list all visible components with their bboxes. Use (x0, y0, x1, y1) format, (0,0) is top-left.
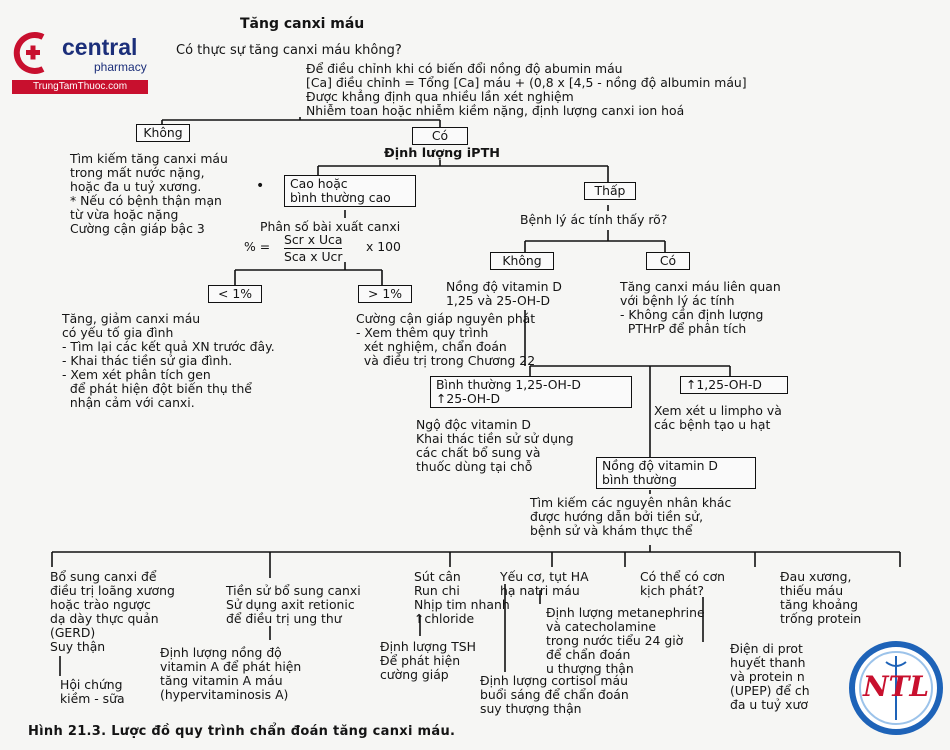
phan-so-node: Phân số bài xuất canxi (260, 219, 401, 234)
co2-text: Tăng canxi máu liên quan với bệnh lý ác … (620, 279, 781, 336)
tsh-text: Định lượng TSH Để phát hiện cường giáp (380, 639, 476, 682)
gt1-box: > 1% (358, 285, 412, 303)
formula-mult: x 100 (366, 239, 401, 254)
vitd-normal-box: Nồng độ vitamin D bình thường (596, 457, 756, 489)
benh-ly-node: Bệnh lý ác tính thấy rõ? (520, 212, 668, 227)
cortisol-text: Định lượng cortisol máu buổi sáng để chẩ… (480, 673, 629, 716)
milk-alkali-text: Hội chứng kiềm - sữa (60, 677, 125, 706)
gt1-text: Cường cận giáp nguyên phát - Xem thêm qu… (356, 311, 536, 368)
figure-caption: Hình 21.3. Lược đồ quy trình chẩn đoán t… (28, 724, 456, 739)
cause-adrenal: Yếu cơ, tụt HA hạ natri máu (500, 569, 589, 598)
bullet-dot: • (256, 178, 265, 194)
ntl-logo-icon (849, 641, 943, 735)
khong-box-2: Không (490, 252, 554, 270)
adjust-node: Để điều chỉnh khi có biến đổi nồng độ ab… (306, 61, 747, 118)
lt1-text: Tăng, giảm canxi máu có yếu tố gia đình … (62, 311, 275, 410)
cause-calcium-supplement: Bổ sung canxi để điều trị loãng xương ho… (50, 569, 175, 654)
thap-box: Thấp (584, 182, 636, 200)
ntl-watermark: NTL (848, 640, 944, 736)
vitd-node: Nồng độ vitamin D 1,25 và 25-OH-D (446, 279, 562, 308)
cause-myeloma: Đau xương, thiếu máu tăng khoảng trống p… (780, 569, 862, 626)
brand-site: TrungTamThuoc.com (12, 80, 148, 94)
co-box-2: Có (646, 252, 690, 270)
root-title: Tăng canxi máu (240, 16, 365, 32)
cause-hyperthyroid: Sút cân Run chi Nhịp tim nhanh ↑chloride (414, 569, 510, 626)
tim-kiem-node: Tìm kiếm các nguyên nhân khác được hướng… (530, 495, 732, 538)
brand-name: central (62, 34, 138, 60)
cause-pheo: Có thể có cơn kịch phát? (640, 569, 726, 598)
metanephrine-text: Định lượng metanephrine và catecholamine… (546, 605, 705, 676)
vitamin-a-text: Định lượng nồng độ vitamin A để phát hiệ… (160, 645, 302, 702)
binhthuong-box: Bình thường 1,25-OH-D ↑25-OH-D (430, 376, 632, 408)
lympho-text: Xem xét u limpho và các bệnh tạo u hạt (654, 403, 782, 432)
question-node: Có thực sự tăng canxi máu không? (176, 43, 402, 58)
formula-num: Scr x Uca (284, 232, 343, 249)
brand-logo (8, 26, 168, 96)
co-box-1: Có (412, 127, 468, 145)
up125-box: ↑1,25-OH-D (680, 376, 788, 394)
cause-retinoic: Tiền sử bổ sung canxi Sử dụng axit retio… (226, 583, 361, 626)
formula-lhs: % = (244, 239, 271, 254)
electrophoresis-text: Điện di prot huyết thanh và protein n (U… (730, 641, 810, 712)
brand-sub: pharmacy (94, 60, 147, 74)
ntl-text: NTL (862, 670, 930, 703)
cao-box: Cao hoặc bình thường cao (284, 175, 416, 207)
ipth-node: Định lượng iPTH (384, 146, 501, 161)
khong-box-1: Không (136, 124, 190, 142)
ngo-doc-text: Ngộ độc vitamin D Khai thác tiền sử sử d… (416, 417, 574, 474)
central-pharmacy-icon (13, 32, 45, 74)
lt1-box: < 1% (208, 285, 262, 303)
khong1-text: Tìm kiếm tăng canxi máu trong mất nước n… (70, 151, 228, 236)
formula-den: Sca x Ucr (284, 249, 343, 264)
